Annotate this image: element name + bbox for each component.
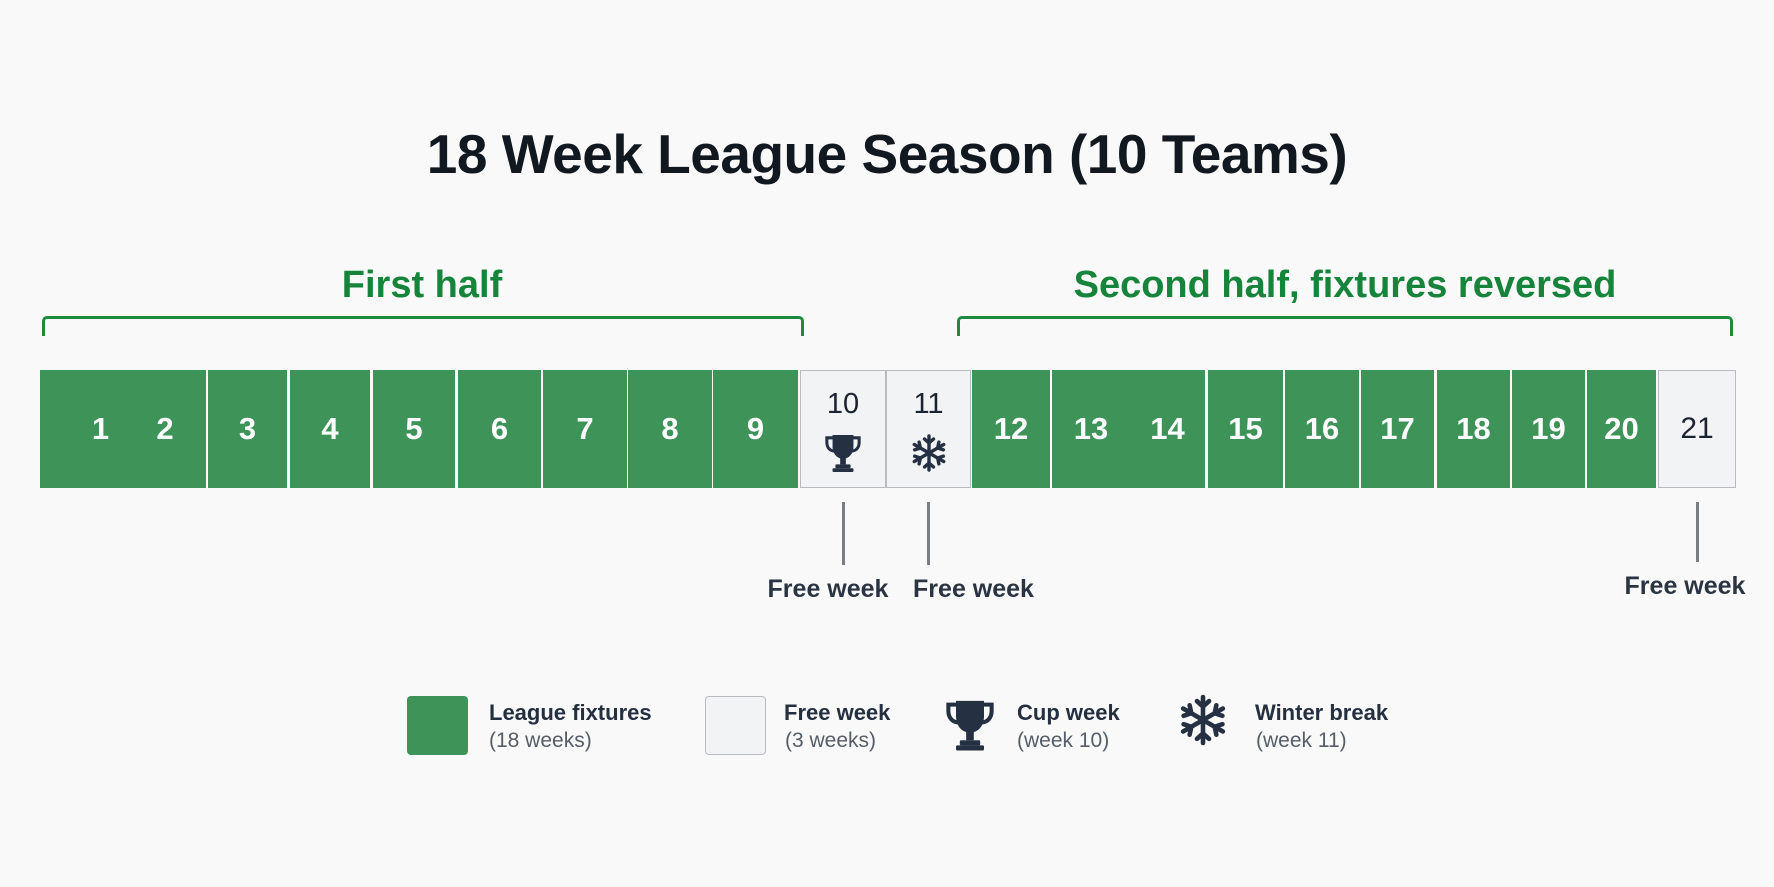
free-week-callout-label: Free week	[767, 575, 889, 603]
week-number: 14	[1150, 411, 1185, 446]
callout-line	[1695, 502, 1699, 562]
week-cell-18: 18	[1437, 370, 1510, 488]
week-number: 8	[661, 411, 679, 446]
free-week-callout-label: Free week	[913, 575, 1034, 603]
week-cell-20: 20	[1587, 370, 1656, 488]
week-number: 2	[156, 411, 174, 446]
first-half-label: First half	[341, 264, 503, 306]
week-cell-2: 2	[124, 370, 206, 488]
week-number: 21	[1680, 412, 1714, 445]
week-cell-13: 13	[1052, 370, 1130, 488]
week-cell-5: 5	[373, 370, 455, 488]
week-number: 18	[1456, 411, 1491, 446]
second-half-label: Second half, fixtures reversed	[1073, 264, 1617, 306]
week-number: 3	[238, 411, 257, 446]
trophy-icon	[824, 433, 862, 473]
week-cell-9: 9	[713, 370, 798, 488]
week-cell-21: 21	[1658, 370, 1736, 488]
legend-free-swatch	[705, 696, 766, 755]
second-half-bracket	[957, 316, 1733, 336]
legend-cup-title: Cup week	[1017, 700, 1120, 725]
snowflake-icon	[909, 433, 949, 473]
week-number: 1	[91, 411, 110, 446]
week-number: 12	[993, 411, 1029, 446]
week-cell-15: 15	[1208, 370, 1283, 488]
legend-free-title: Free week	[784, 700, 891, 725]
free-week-callout-label: Free week	[1624, 572, 1746, 600]
week-number: 9	[746, 411, 765, 446]
week-number: 20	[1604, 411, 1639, 446]
week-number: 10	[826, 388, 860, 420]
week-cell-16: 16	[1285, 370, 1359, 488]
week-cell-4: 4	[290, 370, 370, 488]
snowflake-icon	[1176, 693, 1230, 752]
legend-league-swatch	[407, 696, 468, 755]
week-number: 17	[1380, 411, 1415, 446]
week-number: 4	[321, 411, 339, 446]
week-cell-7: 7	[543, 370, 627, 488]
week-cell-12: 12	[972, 370, 1050, 488]
first-half-bracket	[42, 316, 804, 336]
week-number: 5	[405, 411, 423, 446]
legend-winter-sub: (week 11)	[1256, 729, 1347, 752]
week-cell-17: 17	[1361, 370, 1434, 488]
legend-league-title: League fixtures	[489, 700, 652, 725]
week-number: 16	[1304, 411, 1340, 446]
week-cell-6: 6	[458, 370, 541, 488]
week-cell-3: 3	[208, 370, 287, 488]
callout-line	[841, 502, 845, 565]
week-cell-14: 14	[1130, 370, 1205, 488]
trophy-icon	[944, 697, 996, 758]
week-number: 19	[1531, 411, 1566, 446]
legend-cup-sub: (week 10)	[1017, 729, 1110, 752]
week-cell-11: 11	[886, 370, 971, 488]
legend-league-sub: (18 weeks)	[489, 729, 592, 752]
diagram-title: 18 Week League Season (10 Teams)	[426, 123, 1348, 185]
week-number: 7	[576, 411, 594, 446]
week-number: 6	[490, 411, 509, 446]
week-cell-19: 19	[1512, 370, 1585, 488]
week-number: 15	[1228, 411, 1263, 446]
legend-winter-title: Winter break	[1255, 700, 1389, 725]
legend-free-sub: (3 weeks)	[785, 729, 877, 752]
week-cell-8: 8	[628, 370, 712, 488]
callout-line	[927, 502, 930, 565]
week-number: 13	[1073, 411, 1109, 446]
week-cell-10: 10	[800, 370, 886, 488]
week-number: 11	[913, 388, 944, 420]
